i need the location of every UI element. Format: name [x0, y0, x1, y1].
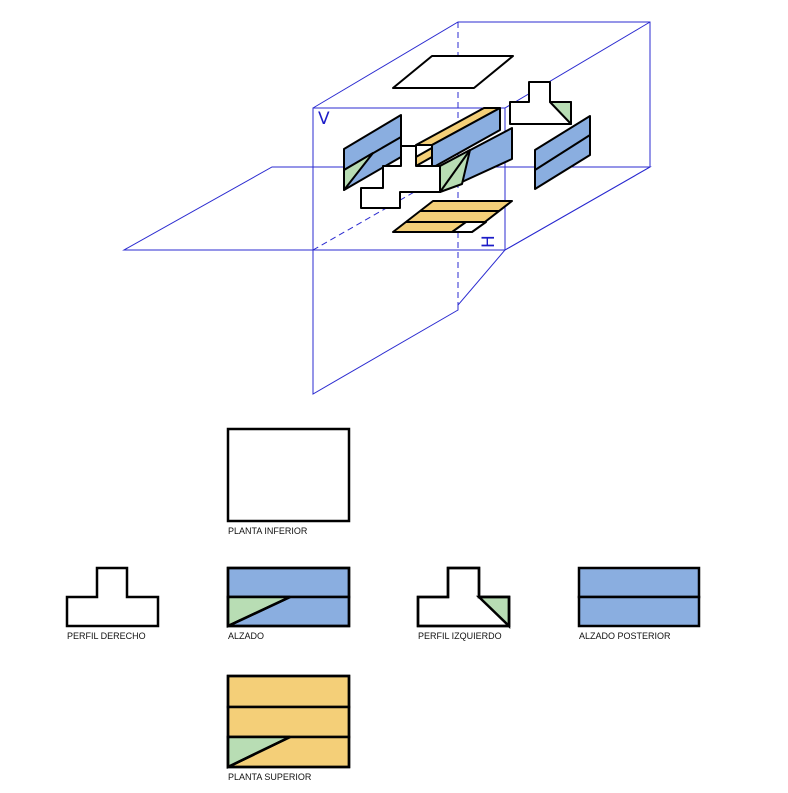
horizontal-plane-label: H — [479, 235, 499, 248]
box-edge-bottom-right — [504, 166, 651, 251]
proj-perfil-izquierdo-green — [549, 101, 572, 125]
proj-planta-inferior — [392, 55, 514, 89]
view-planta-inferior — [226, 427, 351, 523]
label-perfil-izquierdo: PERFIL IZQUIERDO — [418, 631, 502, 641]
label-planta-superior: PLANTA SUPERIOR — [228, 772, 312, 782]
label-alzado-posterior: ALZADO POSTERIOR — [579, 631, 671, 641]
label-planta-inferior: PLANTA INFERIOR — [228, 526, 308, 536]
label-alzado: ALZADO — [228, 631, 264, 641]
proj-alzado-green — [343, 152, 374, 191]
vertical-plane-label: V — [318, 109, 330, 129]
box-top-edges — [312, 21, 651, 167]
box-projections — [343, 55, 591, 233]
label-perfil-derecho: PERFIL DERECHO — [67, 631, 146, 641]
view-perfil-izquierdo — [416, 566, 511, 629]
view-perfil-derecho — [65, 566, 160, 628]
box-edge-top-right — [504, 21, 651, 109]
solid-side-diagonal — [439, 149, 471, 193]
view-alzado — [226, 566, 351, 628]
view-alzado-posterior — [577, 566, 701, 628]
proj-planta-superior-white — [451, 221, 487, 233]
orthographic-views — [65, 427, 701, 769]
view-planta-superior — [226, 674, 351, 769]
solid-side-upper — [431, 107, 501, 169]
proj-planta-superior — [392, 200, 513, 233]
proj-alzado-posterior-mid — [534, 134, 591, 171]
